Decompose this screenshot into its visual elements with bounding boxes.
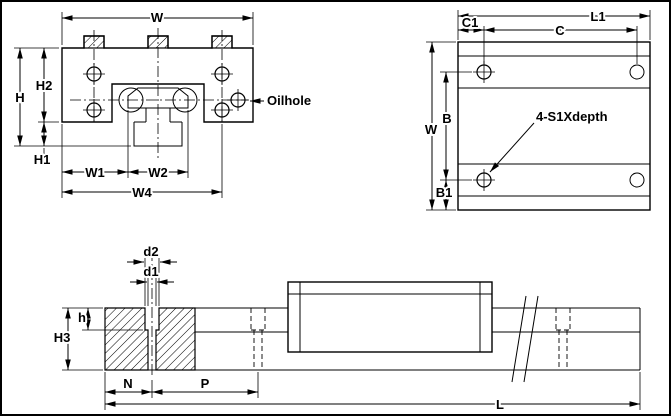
dim-H2: H2 [34,48,59,123]
dim-label-d2: d2 [143,244,158,259]
dim-label-w4: W4 [132,185,152,200]
dim-C: C [483,21,638,64]
dim-d1: d1 [130,262,174,306]
dim-W2: W2 [128,110,189,182]
dim-C1: C1 [458,13,484,33]
dim-L1: L1 [457,7,651,40]
dim-label-n: N [123,376,132,391]
dim-label-p: P [201,376,210,391]
oilhole-callout: Oilhole [226,88,313,112]
dim-label-b: B [442,111,451,126]
dim-label-l1: L1 [590,9,605,24]
dim-h-small: h [76,308,143,331]
rail-section-hatch-right [155,307,196,371]
front-view: Oilhole W H H2 H1 W1 [13,8,313,202]
mounting-hole [629,64,645,80]
dim-B: B [440,71,472,181]
dim-label-h1: H1 [34,152,51,167]
dim-H3: H3 [52,307,103,371]
dim-label-w2: W2 [148,165,168,180]
dim-label-c1: C1 [462,15,479,30]
dim-label-h-small: h [78,310,86,325]
oilhole-label: Oilhole [267,93,311,108]
dim-label-w1: W1 [85,165,105,180]
hidden-bolt-hole [555,308,571,370]
dim-P: P [152,372,259,398]
dim-label-h3: H3 [54,330,71,345]
dim-label-h2: H2 [36,78,53,93]
dim-W1: W1 [61,110,129,198]
rail-break-marks [511,295,539,383]
hidden-bolt-hole [250,308,266,370]
hole-callout-label: 4-S1Xdepth [536,109,608,124]
dim-label-w: W [151,10,164,25]
rail-section-hatch-left [104,307,149,371]
dim-L: L [105,372,641,414]
dim-W-top: W [423,41,456,211]
dim-label-b1: B1 [436,185,453,200]
top-view: 4-S1Xdepth L1 C1 C W B [423,7,651,211]
dim-d2: d2 [127,242,177,306]
dim-W-front: W [61,8,254,45]
dim-N: N [104,372,153,410]
mounting-hole [629,172,645,188]
dim-label-w-top: W [425,122,438,137]
block-top-outline [457,41,651,211]
hole-callout: 4-S1Xdepth [489,107,610,173]
dim-B1: B1 [434,180,454,210]
dim-label-l: L [496,397,504,412]
dim-label-c: C [555,23,565,38]
carriage-block-side [287,281,493,353]
dim-label-h: H [15,90,24,105]
dim-H1: H1 [32,122,52,169]
dim-H: H [13,47,131,147]
side-view: d2 d1 h H3 N P [52,242,641,414]
dim-label-d1: d1 [143,264,158,279]
dim-W4: W4 [62,124,223,202]
